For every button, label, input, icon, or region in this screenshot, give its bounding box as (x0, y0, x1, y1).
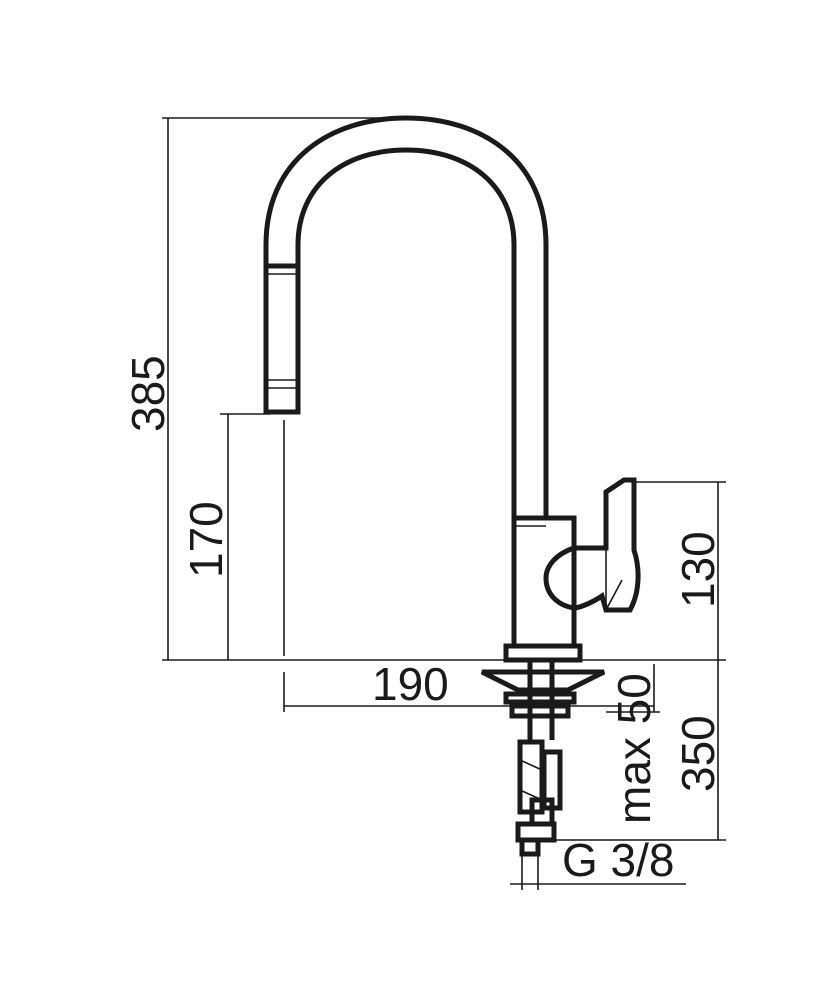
label-max-50: max 50 (608, 673, 660, 824)
deck-flange (503, 643, 583, 663)
faucet-outline (263, 115, 641, 857)
hose-end (519, 837, 541, 857)
label-g-3-8: G 3/8 (562, 834, 675, 886)
dimension-lines (162, 117, 726, 890)
label-170: 170 (180, 501, 232, 578)
fixing-plate (480, 669, 606, 693)
label-130: 130 (672, 531, 724, 608)
label-190: 190 (372, 658, 449, 710)
label-350: 350 (672, 715, 724, 792)
handle (573, 477, 641, 613)
spout-neck (263, 115, 549, 518)
label-385: 385 (122, 355, 174, 432)
spray-head (263, 263, 301, 415)
